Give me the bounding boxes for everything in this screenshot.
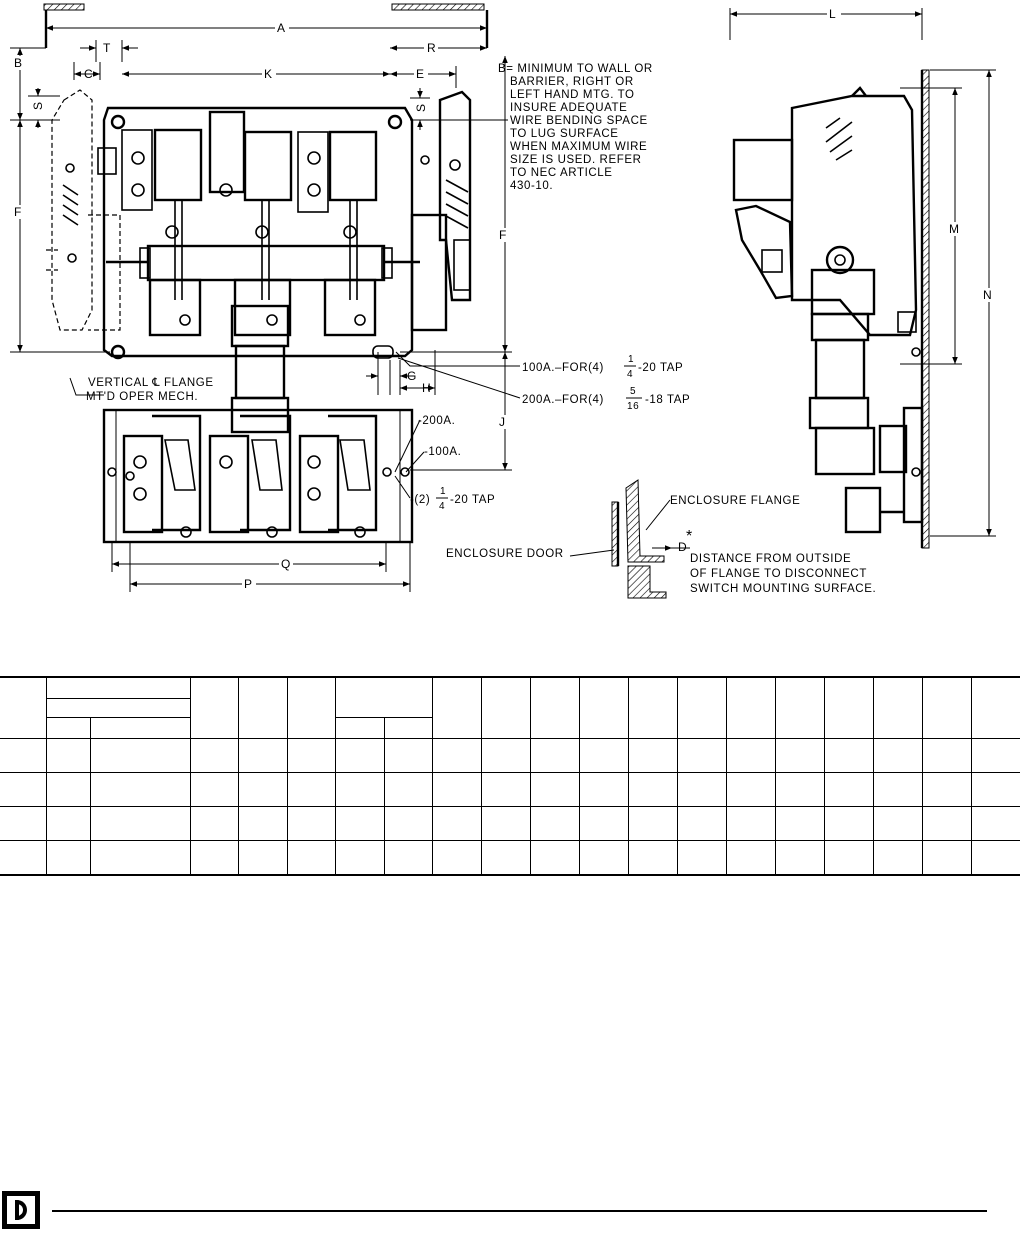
header-cell xyxy=(383,717,432,739)
footer-rule xyxy=(52,1210,987,1212)
tap-100a-suffix: -20 TAP xyxy=(638,362,683,374)
header-cell xyxy=(725,676,776,739)
dim-label-k: K xyxy=(264,67,273,81)
dim-label-l: L xyxy=(829,7,836,21)
pole-3 xyxy=(297,130,378,337)
header-cell xyxy=(921,676,972,739)
wire-bending-note: B= MINIMUM TO WALL OR BARRIER, RIGHT OR … xyxy=(498,63,653,192)
header-cell xyxy=(237,676,288,739)
distance-note-line-3: SWITCH MOUNTING SURFACE. xyxy=(690,583,876,595)
pole-1 xyxy=(121,128,203,337)
tap-200a-den: 16 xyxy=(627,401,639,412)
table-row xyxy=(0,738,1020,773)
dim-label-q: Q xyxy=(281,557,291,571)
tap2-prefix: -(2) xyxy=(410,494,430,506)
tap-200a-prefix: 200A.–FOR(4) xyxy=(522,394,604,406)
note-line-6: TO LUG SURFACE xyxy=(510,128,619,140)
distance-note-line-1: DISTANCE FROM OUTSIDE xyxy=(690,553,851,565)
note-line-10: 430-10. xyxy=(510,180,553,192)
tap-100a-num: 1 xyxy=(628,354,634,365)
header-cell xyxy=(823,676,874,739)
header-cell xyxy=(970,676,1020,739)
dim-label-f-right: F xyxy=(499,228,507,242)
header-cell xyxy=(46,717,91,739)
header-cell xyxy=(189,676,239,739)
note-line-1: B= MINIMUM TO WALL OR xyxy=(498,63,653,75)
enclosure-flange-label: ENCLOSURE FLANGE xyxy=(670,495,800,507)
header-cell xyxy=(676,676,727,739)
dim-label-n: N xyxy=(983,288,992,302)
dim-label-t: T xyxy=(103,41,111,55)
fuse-clip-3 xyxy=(298,414,378,538)
tap-200a-suffix: -18 TAP xyxy=(645,394,690,406)
tap-200a-note: 200A.–FOR(4) 5 16 -18 TAP xyxy=(522,386,690,412)
header-cell xyxy=(431,676,482,739)
pole-2 xyxy=(208,110,293,337)
enclosure-detail: ENCLOSURE FLANGE ENCLOSURE DOOR D * DIST… xyxy=(446,479,876,599)
header-cell xyxy=(774,676,825,739)
flange-note-line-1: VERTICAL ℄ FLANGE xyxy=(88,377,214,389)
dim-label-s-left: S xyxy=(31,101,45,110)
dim-label-a: A xyxy=(277,21,286,35)
header-cell xyxy=(529,676,580,739)
label-100a: -100A. xyxy=(424,446,461,458)
brand-logo xyxy=(2,1191,40,1229)
label-200a: -200A. xyxy=(418,415,455,427)
dim-label-m: M xyxy=(949,222,960,236)
dim-label-e: E xyxy=(416,67,425,81)
note-line-4: INSURE ADEQUATE xyxy=(510,102,627,114)
table-row xyxy=(0,806,1020,841)
tap2-num: 1 xyxy=(440,486,446,497)
header-cell xyxy=(627,676,678,739)
logo-d-mark xyxy=(15,1200,27,1220)
note-line-3: LEFT HAND MTG. TO xyxy=(510,89,635,101)
header-cell xyxy=(0,676,47,739)
switch-dimension-drawing: A T R C K E B S xyxy=(10,3,998,599)
tap2-den: 4 xyxy=(439,501,445,512)
side-view: L M N xyxy=(729,7,998,549)
flange-note-line-2: MT'D OPER MECH. xyxy=(86,391,198,403)
tap-100a-note: 100A.–FOR(4) 1 4 -20 TAP xyxy=(522,354,683,380)
front-view: A T R C K E B S xyxy=(10,3,521,592)
asterisk-mark: * xyxy=(686,528,693,545)
tap2-note: -(2) 1 4 -20 TAP xyxy=(410,486,495,512)
fuse-clip-1 xyxy=(122,414,202,538)
dim-label-f-left: F xyxy=(14,205,22,219)
header-cell xyxy=(480,676,531,739)
dim-label-h: H xyxy=(422,381,431,395)
dim-label-j: J xyxy=(499,415,506,429)
note-line-5: WIRE BENDING SPACE xyxy=(510,115,648,127)
note-line-9: TO NEC ARTICLE xyxy=(510,167,613,179)
dim-label-b: B xyxy=(14,56,23,70)
header-cell xyxy=(334,717,385,739)
tap-200a-num: 5 xyxy=(630,386,636,397)
distance-note-line-2: OF FLANGE TO DISCONNECT xyxy=(690,568,867,580)
header-cell xyxy=(45,676,191,699)
note-line-2: BARRIER, RIGHT OR xyxy=(510,76,634,88)
header-cell xyxy=(578,676,629,739)
dim-label-r: R xyxy=(427,41,436,55)
tap-100a-prefix: 100A.–FOR(4) xyxy=(522,362,604,374)
tap2-suffix: -20 TAP xyxy=(450,494,495,506)
header-cell xyxy=(334,676,433,718)
dim-label-c: C xyxy=(84,67,93,81)
tap-100a-den: 4 xyxy=(627,369,633,380)
dim-label-g: G xyxy=(407,369,417,383)
header-cell xyxy=(46,698,190,718)
enclosure-door-label: ENCLOSURE DOOR xyxy=(446,548,564,560)
dim-label-s-right: S xyxy=(414,103,428,112)
table-row xyxy=(0,772,1020,807)
header-cell xyxy=(872,676,923,739)
table-row xyxy=(0,840,1020,876)
vertical-flange-note: VERTICAL ℄ FLANGE MT'D OPER MECH. xyxy=(86,377,214,403)
fuse-clip-2 xyxy=(208,414,292,538)
note-line-7: WHEN MAXIMUM WIRE xyxy=(510,141,647,153)
dim-label-p: P xyxy=(244,577,253,591)
dimensions-table xyxy=(0,676,1020,876)
dim-label-d: D xyxy=(678,540,687,554)
note-line-8: SIZE IS USED. REFER xyxy=(510,154,642,166)
header-cell xyxy=(286,676,336,739)
header-cell xyxy=(89,717,191,739)
